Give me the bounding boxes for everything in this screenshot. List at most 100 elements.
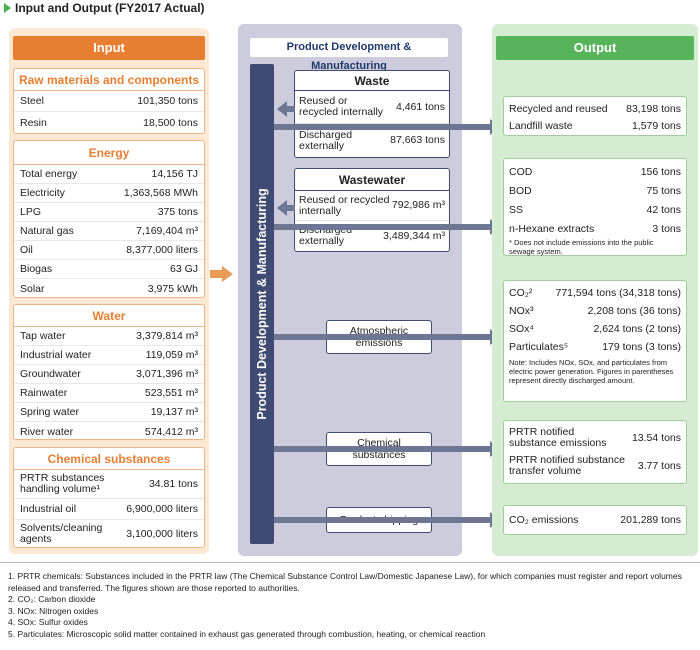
row-label: CO₂² (509, 287, 533, 299)
manufacturing-title: Product Development & Manufacturing (250, 38, 448, 72)
row-value: 3 tons (652, 222, 681, 235)
row-value: 18,500 tons (143, 116, 198, 129)
row-value: 375 tons (157, 206, 198, 218)
triangle-icon (4, 3, 11, 13)
wastewater-box: Wastewater Reused or recycled internally… (294, 168, 450, 252)
row-value: 3,975 kWh (147, 282, 198, 295)
row-label: Discharged externally (299, 128, 353, 152)
row-label: Discharged externally (299, 224, 353, 247)
row-label: Oil (20, 244, 33, 256)
row-label: PRTR substances handling volume¹ (20, 472, 105, 495)
row-label: Biogas (20, 263, 53, 275)
row-label: Natural gas (20, 225, 74, 237)
row-value: 34.81 tons (148, 478, 198, 490)
row-label: BOD (509, 184, 532, 197)
input-arrow-line (210, 270, 224, 278)
row-label: CO₂ emissions (509, 514, 579, 526)
row-label: PRTR notified substance transfer volume (509, 454, 625, 477)
output-row: PRTR notified substance transfer volume 3… (504, 452, 686, 480)
output-row: SS 42 tons (504, 200, 686, 219)
row-label: Rainwater (20, 387, 68, 399)
row-value: 75 tons (646, 184, 681, 197)
row-label: Solvents/cleaning agents (20, 521, 103, 545)
row-value: 63 GJ (169, 263, 198, 275)
row-value: 83,198 tons (626, 102, 681, 115)
reuse-water-arrow-line (287, 205, 295, 211)
row-label: Reused or recycled internally (299, 95, 384, 118)
input-row: Rainwater 523,551 m³ (14, 384, 204, 403)
wastewater-heading: Wastewater (295, 169, 449, 191)
row-label: Reused or recycled internally (299, 193, 390, 217)
row-value: 13.54 tons (631, 431, 681, 444)
arrow-left-icon (277, 101, 287, 117)
row-value: 3.77 tons (637, 459, 681, 472)
waste-heading: Waste (295, 71, 449, 91)
row-value: 14,156 TJ (151, 168, 198, 180)
row-label: Spring water (20, 406, 79, 418)
output-row: CO₂² 771,594 tons (34,318 tons) (504, 284, 686, 302)
wastewater-arrow-line (274, 224, 490, 230)
row-label: Landfill waste (509, 119, 573, 132)
manufacturing-bar-label: Product Development & Manufacturing (255, 188, 269, 420)
row-value: 792,986 m³ (391, 199, 445, 211)
input-row: Electricity 1,363,568 MWh (14, 184, 204, 203)
row-value: 4,461 tons (395, 100, 445, 113)
row-value: 8,377,000 liters (126, 244, 198, 256)
row-value: 1,579 tons (631, 119, 681, 132)
row-label: Electricity (20, 187, 65, 199)
input-row: Tap water 3,379,814 m³ (14, 327, 204, 346)
input-row: Biogas 63 GJ (14, 260, 204, 279)
raw-materials-heading: Raw materials and components (14, 69, 204, 91)
page-title-text: Input and Output (FY2017 Actual) (15, 1, 205, 15)
row-label: Solar (20, 282, 45, 295)
output-row: Landfill waste 1,579 tons (504, 117, 686, 134)
input-header: Input (13, 36, 205, 60)
row-value: 7,169,404 m³ (136, 225, 198, 237)
row-value: 179 tons (3 tons) (602, 341, 681, 353)
row-label: LPG (20, 206, 42, 218)
water-note: * Does not include emissions into the pu… (509, 238, 654, 256)
chemical-input-box: Chemical substances PRTR substances hand… (13, 447, 205, 548)
input-row: Oil 8,377,000 liters (14, 241, 204, 260)
energy-box: Energy Total energy 14,156 TJ Electricity… (13, 140, 205, 298)
row-label: Tap water (20, 330, 66, 342)
waste-arrow-line (274, 124, 490, 130)
row-label: SOx⁴ (509, 323, 534, 335)
footnote: 4. SOx: Sulfur oxides (8, 617, 88, 627)
waste-row: Reused or recycled internally 4,461 tons (295, 91, 449, 124)
row-value: 156 tons (640, 165, 681, 178)
row-label: Total energy (20, 168, 78, 180)
row-label: n-Hexane extracts (509, 222, 595, 235)
row-value: 6,900,000 liters (126, 503, 198, 515)
row-value: 574,412 m³ (144, 425, 198, 438)
chemical-input-heading: Chemical substances (14, 448, 204, 470)
row-value: 3,379,814 m³ (136, 330, 198, 342)
arrow-left-icon (277, 200, 287, 216)
row-label: SS (509, 203, 524, 216)
output-header: Output (496, 36, 694, 60)
row-value: 101,350 tons (137, 95, 198, 107)
row-value: 771,594 tons (34,318 tons) (555, 287, 681, 299)
energy-heading: Energy (14, 141, 204, 165)
shipping-arrow-line (274, 517, 490, 523)
row-value: 1,363,568 MWh (123, 187, 198, 199)
page-title: Input and Output (FY2017 Actual) (4, 1, 205, 15)
row-label: Steel (20, 95, 44, 107)
atmospheric-arrow-line (274, 334, 490, 340)
row-label: Industrial water (20, 349, 92, 361)
row-value: 523,551 m³ (144, 387, 198, 399)
row-value: 42 tons (646, 203, 681, 216)
